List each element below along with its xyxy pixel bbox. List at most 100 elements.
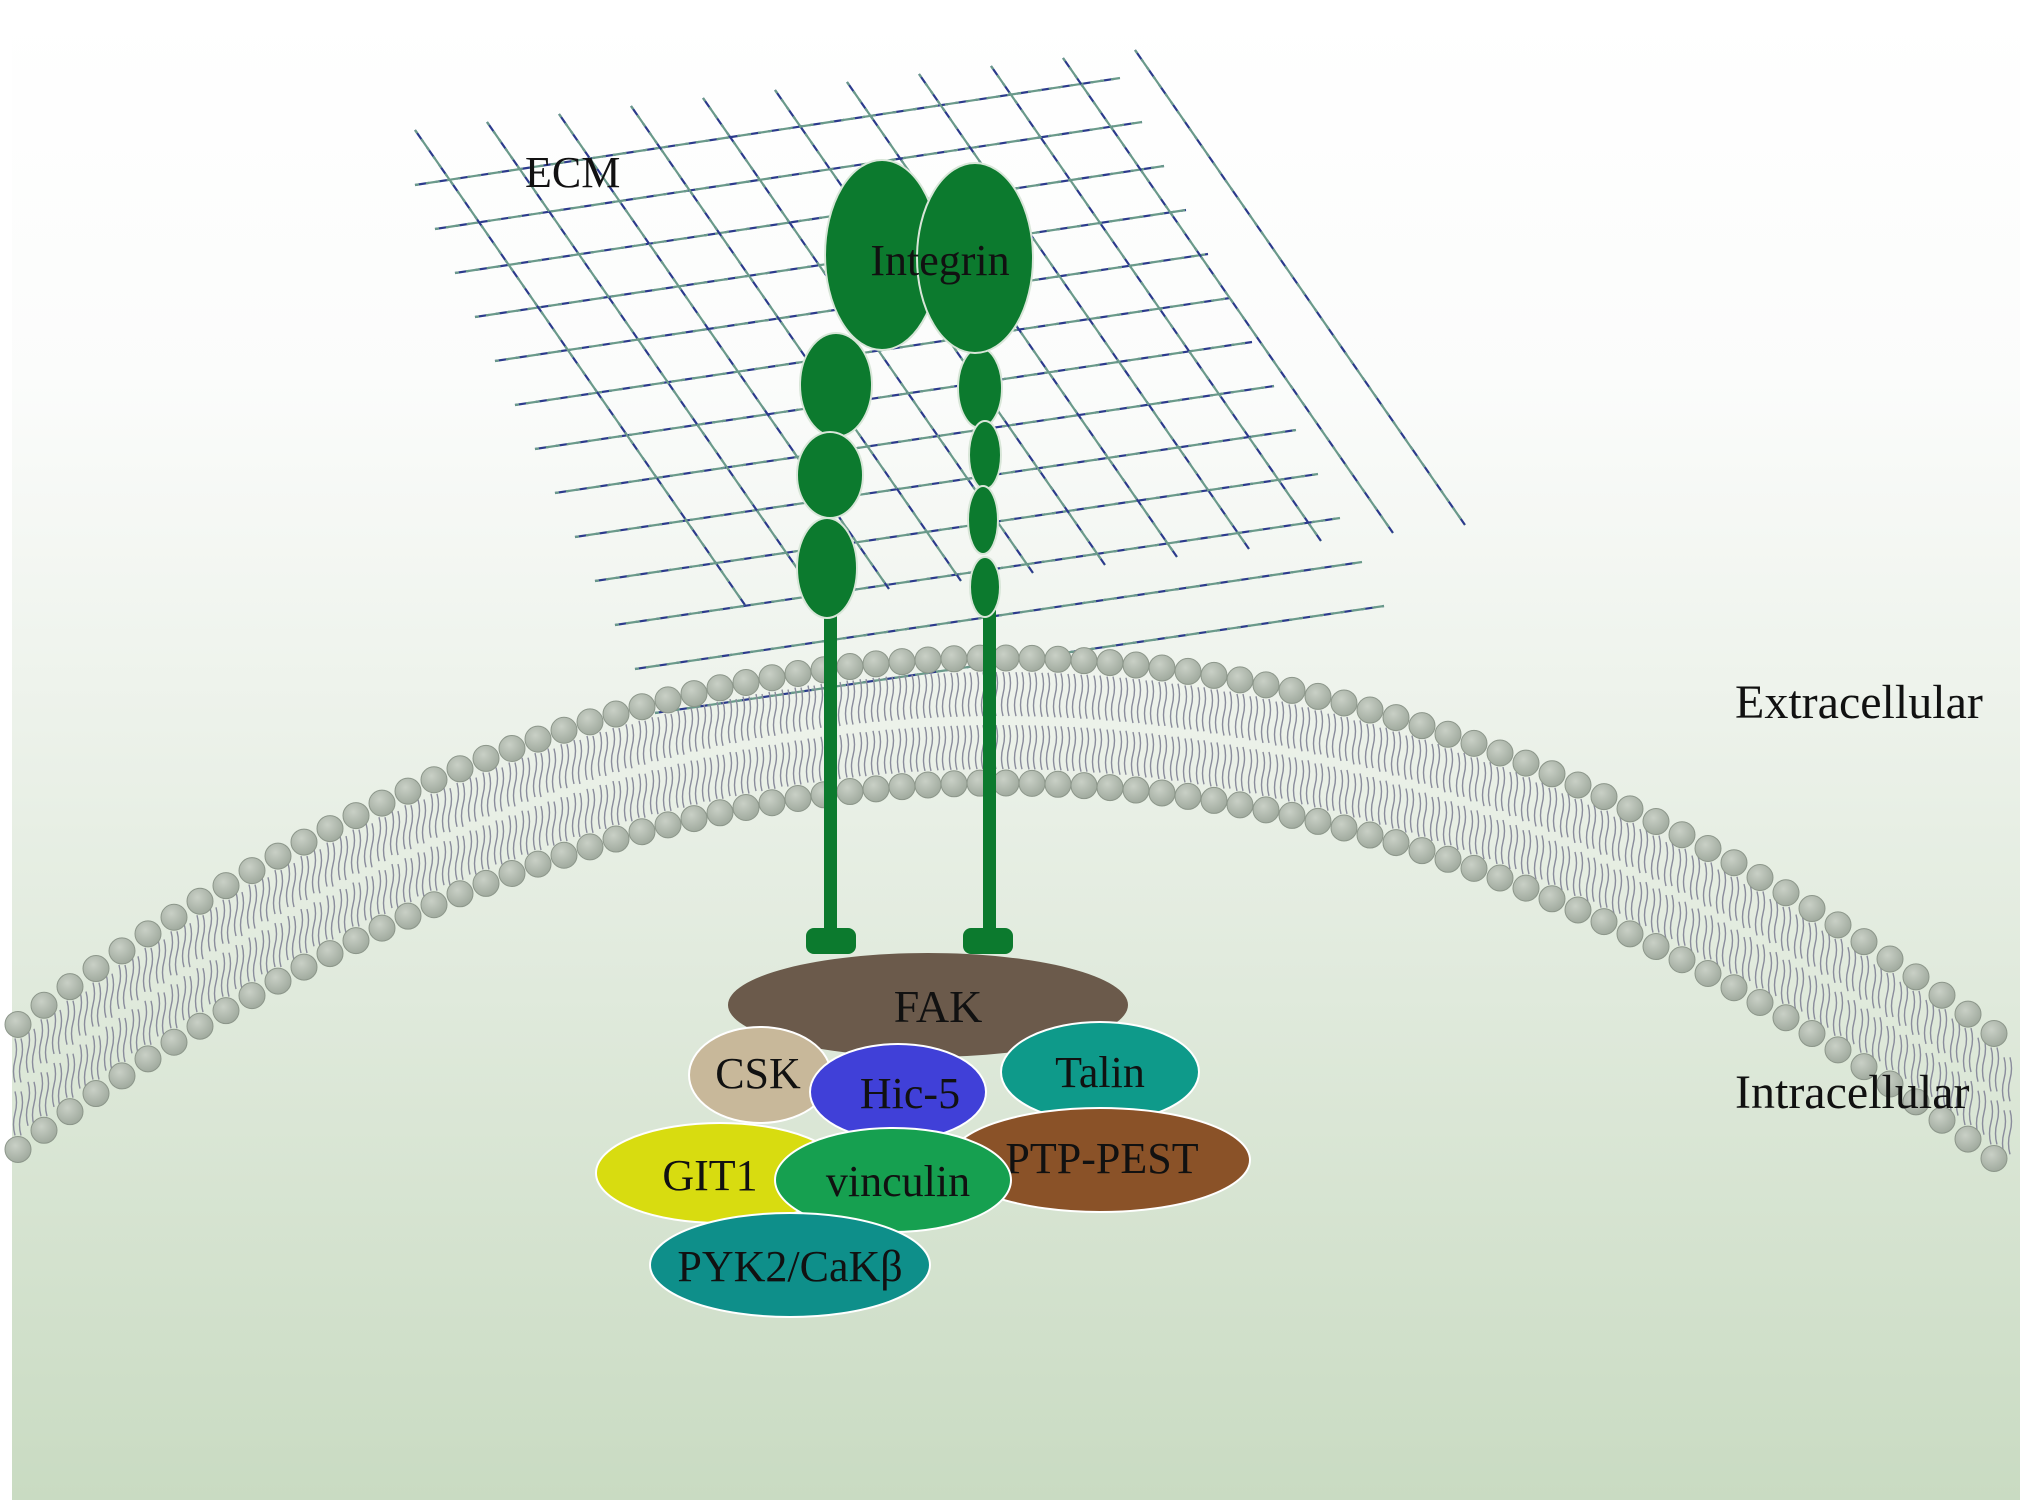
lipid-head	[602, 700, 630, 728]
lipid-head	[1304, 807, 1332, 835]
lipid-head	[1980, 1019, 2008, 1047]
lipid-head	[862, 650, 890, 678]
lipid-head	[316, 815, 344, 843]
lipid-head	[1538, 885, 1566, 913]
lipid-head	[108, 937, 136, 965]
lipid-head	[1356, 696, 1384, 724]
lipid-head	[186, 1012, 214, 1040]
lipid-head	[1070, 772, 1098, 800]
lipid-head	[1694, 959, 1722, 987]
lipid-head	[1850, 928, 1878, 956]
lipid-head	[1278, 801, 1306, 829]
lipid-tails	[12, 671, 2013, 1155]
focal-adhesion-complex: FAK CSK Talin Hic-5 PTP-PEST GIT1 vincul…	[595, 953, 1251, 1318]
lipid-head	[1460, 854, 1488, 882]
lipid-head	[628, 693, 656, 721]
lipid-head	[56, 1098, 84, 1126]
lipid-head	[1408, 837, 1436, 865]
lipid-head	[732, 669, 760, 697]
lipid-head	[4, 1010, 32, 1038]
lipid-head	[160, 903, 188, 931]
integrin-beta-foot	[963, 928, 1013, 954]
ecm-label: ECM	[525, 148, 620, 197]
lipid-head	[524, 850, 552, 878]
lipid-head	[888, 648, 916, 676]
lipid-head	[524, 725, 552, 753]
vinculin-label: vinculin	[826, 1157, 970, 1206]
lipid-head	[1668, 946, 1696, 974]
lipid-head	[1538, 760, 1566, 788]
integrin-beta-domain	[967, 485, 999, 555]
lipid-head	[446, 755, 474, 783]
lipid-head	[30, 991, 58, 1019]
lipid-head	[1434, 720, 1462, 748]
lipid-head	[1460, 729, 1488, 757]
lipid-head	[836, 778, 864, 806]
lipid-head	[1200, 786, 1228, 814]
lipid-head	[498, 734, 526, 762]
integrin-receptor: Integrin	[796, 159, 1034, 954]
lipid-head	[550, 841, 578, 869]
lipid-head	[1226, 791, 1254, 819]
integrin-beta-domain	[957, 347, 1003, 429]
lipid-head	[420, 766, 448, 794]
lipid-head	[888, 773, 916, 801]
lipid-head	[1252, 671, 1280, 699]
lipid-head	[1564, 896, 1592, 924]
lipid-head	[1486, 864, 1514, 892]
lipid-head	[1018, 769, 1046, 797]
lipid-head	[1720, 974, 1748, 1002]
ecm-fiber	[514, 296, 1231, 407]
lipid-head	[472, 744, 500, 772]
lipid-head	[758, 664, 786, 692]
lipid-head	[1044, 645, 1072, 673]
lipid-head	[1642, 808, 1670, 836]
lipid-head	[1018, 644, 1046, 672]
lipid-head	[1642, 933, 1670, 961]
ecm-fiber	[554, 384, 1275, 495]
lipid-head	[1434, 845, 1462, 873]
lipid-head	[576, 708, 604, 736]
lipid-head	[368, 914, 396, 942]
lipid-head	[1668, 821, 1696, 849]
ecm-fiber	[1062, 57, 1394, 534]
lipid-head	[1408, 712, 1436, 740]
integrin-beta-domain	[968, 420, 1002, 490]
lipid-head	[1330, 814, 1358, 842]
lipid-head	[732, 794, 760, 822]
lipid-head	[654, 811, 682, 839]
lipid-head	[706, 799, 734, 827]
lipid-head	[82, 1080, 110, 1108]
lipid-head	[784, 660, 812, 688]
lipid-head	[1902, 963, 1930, 991]
lipid-head	[238, 857, 266, 885]
lipid-head	[238, 982, 266, 1010]
lipid-head	[56, 973, 84, 1001]
lipid-head	[1720, 849, 1748, 877]
lipid-head	[1590, 908, 1618, 936]
integrin-alpha-domain	[799, 332, 873, 438]
lipid-head	[784, 785, 812, 813]
lipid-head	[264, 967, 292, 995]
lipid-head	[1928, 981, 1956, 1009]
ecm-fiber	[574, 428, 1297, 539]
fak-protein	[728, 953, 1128, 1057]
lipid-head	[212, 872, 240, 900]
ecm-fiber	[554, 384, 1275, 495]
lipid-head	[914, 646, 942, 674]
fak-label: FAK	[894, 981, 983, 1032]
pyk2-protein	[649, 1212, 931, 1318]
ecm-fiber	[434, 120, 1143, 231]
lipid-head	[446, 880, 474, 908]
lipid-head	[212, 997, 240, 1025]
lipid-head	[1200, 661, 1228, 689]
ptppest-label: PTP-PEST	[1005, 1134, 1198, 1183]
lipid-head	[602, 825, 630, 853]
lipid-head	[342, 802, 370, 830]
lipid-head	[498, 859, 526, 887]
ecm-fiber	[514, 296, 1231, 407]
ecm-fiber	[918, 73, 1250, 550]
integrin-alpha-stalk	[824, 610, 837, 940]
lipid-head	[1746, 863, 1774, 891]
ecm-fiber	[634, 560, 1363, 671]
